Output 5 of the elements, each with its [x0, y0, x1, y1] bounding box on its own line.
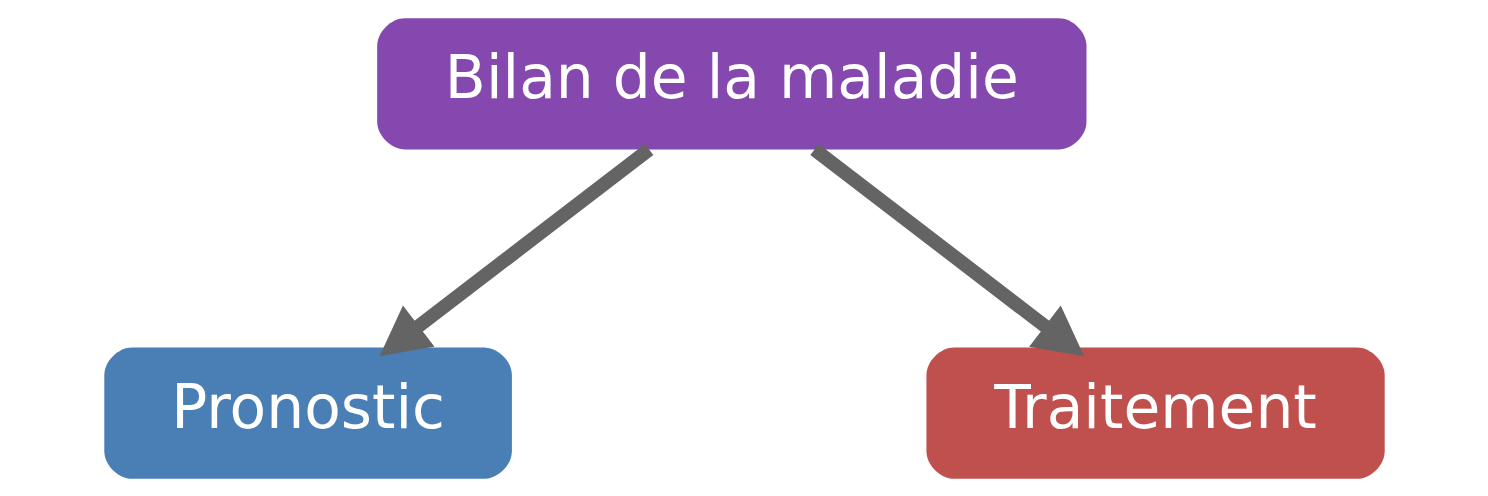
arrow: [379, 143, 653, 356]
node-box: Bilan de la maladie: [376, 17, 1086, 149]
arrow: [809, 143, 1084, 356]
node-box: Traitement: [925, 347, 1385, 479]
node-box: Pronostic: [103, 347, 512, 479]
